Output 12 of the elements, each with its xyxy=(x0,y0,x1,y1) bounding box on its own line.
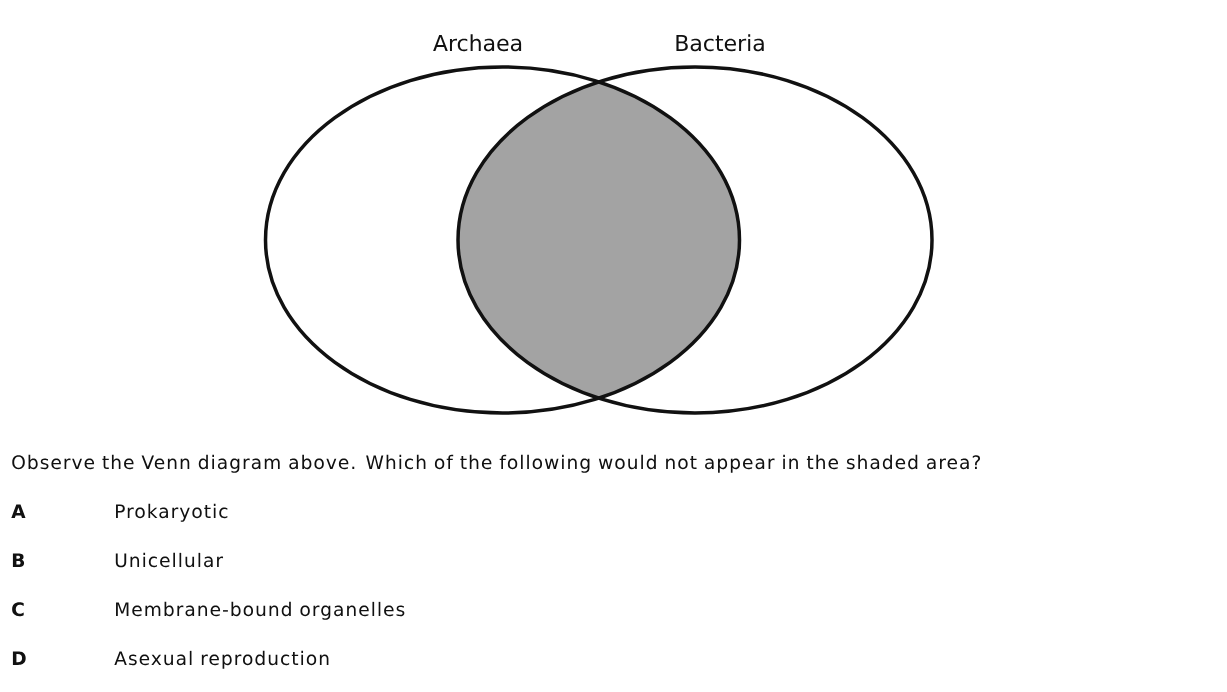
set-label: Bacteria xyxy=(676,34,764,52)
option-letter: D xyxy=(12,651,26,665)
answer-option: Prokaryotic xyxy=(116,503,228,522)
option-letter: C xyxy=(12,602,24,617)
answer-option: Membrane-bound organelles xyxy=(116,601,405,620)
question-text: Observe the Venn diagram above. Which of the following would not appear in the shaded area? xyxy=(12,454,981,473)
shaded-region xyxy=(458,81,740,399)
answer-option: Asexual reproduction xyxy=(114,650,329,669)
option-letter: A xyxy=(11,504,26,518)
set-label: Archaea xyxy=(433,34,522,52)
answer-option: Unicellular xyxy=(115,552,224,568)
option-letter: B xyxy=(12,553,25,567)
